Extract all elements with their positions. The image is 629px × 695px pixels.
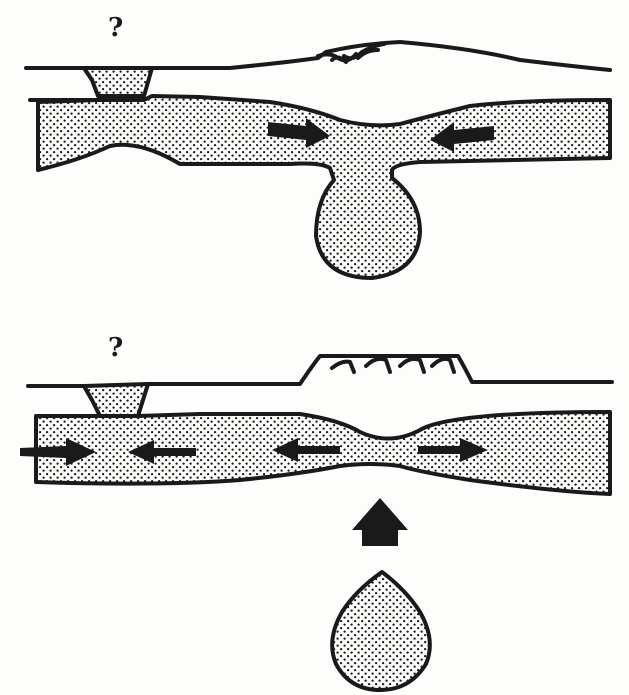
bottom-question-mark: ? bbox=[108, 333, 123, 363]
top-surface-trough bbox=[84, 68, 152, 96]
top-question-mark: ? bbox=[108, 13, 123, 43]
rising-droplet bbox=[332, 572, 430, 690]
bottom-surface-trough bbox=[84, 384, 148, 416]
bottom-plateau-crests bbox=[332, 359, 454, 372]
top-panel: ? bbox=[26, 13, 610, 278]
upward-arrow bbox=[352, 498, 408, 546]
top-stippled-layer bbox=[38, 96, 610, 278]
bottom-panel: ? bbox=[20, 333, 612, 690]
